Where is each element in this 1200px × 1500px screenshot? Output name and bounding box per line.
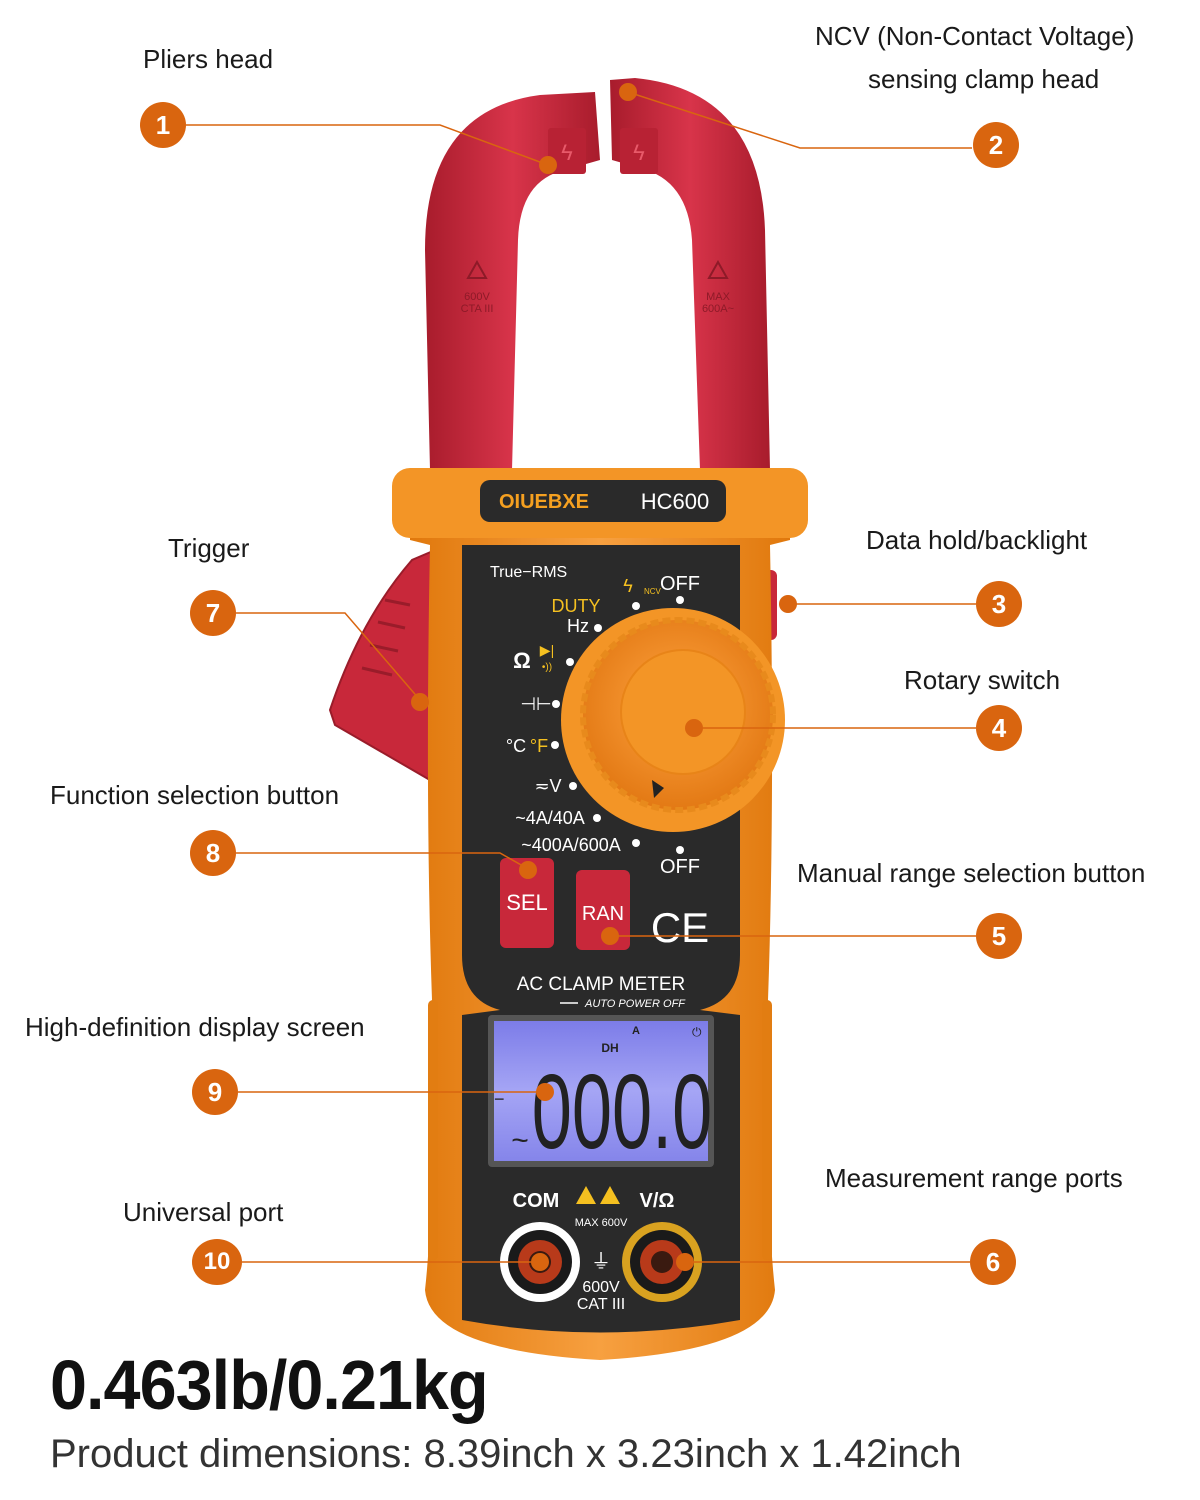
diode-icon: ▶| (540, 642, 554, 658)
jaw-right-mark-2: 600A~ (702, 303, 734, 315)
warning-icon (707, 259, 729, 279)
dial-duty: DUTY (552, 596, 601, 616)
dial-ohm: Ω (513, 648, 531, 673)
label-ncv-line1: NCV (Non-Contact Voltage) (815, 21, 1135, 51)
lcd-minus: − (494, 1089, 505, 1109)
ran-button-label: RAN (582, 903, 624, 925)
badge-3: 3 (976, 581, 1022, 627)
label-data-hold: Data hold/backlight (866, 525, 1088, 555)
label-manual-range: Manual range selection button (797, 858, 1146, 888)
brand-logo: OIUEBXE (499, 491, 589, 513)
ground-icon: ⏚ (591, 1251, 611, 1273)
warning-icon (576, 1186, 596, 1204)
dial-off-bottom: OFF (660, 856, 700, 878)
dial-celsius: °C (506, 736, 526, 756)
badge-5: 5 (976, 913, 1022, 959)
product-weight: 0.463lb/0.21kg (50, 1346, 489, 1424)
model-name: HC600 (641, 489, 709, 514)
com-label: COM (513, 1190, 560, 1212)
continuity-icon: •)) (542, 662, 552, 673)
rotary-switch[interactable] (561, 608, 785, 832)
badge-1: 1 (140, 102, 186, 148)
dial-off-top: OFF (660, 573, 700, 595)
lcd-dh: DH (601, 1041, 618, 1055)
rating-voltage: 600V (582, 1279, 620, 1296)
label-display-screen: High-definition display screen (25, 1012, 365, 1042)
callout-dots (411, 83, 797, 1271)
jaw-right-mark-1: MAX (706, 291, 731, 303)
sel-button-label: SEL (506, 890, 548, 915)
label-trigger: Trigger (168, 533, 250, 563)
ncv-label: NCV (644, 587, 662, 596)
badge-2: 2 (973, 122, 1019, 168)
lcd-ac-symbol: ~ (511, 1124, 529, 1157)
product-dimensions: Product dimensions: 8.39inch x 3.23inch … (50, 1432, 962, 1476)
svg-text:ϟ: ϟ (633, 140, 645, 165)
badge-4: 4 (976, 705, 1022, 751)
dial-amp-high: ~400A/600A (521, 835, 621, 855)
callout-leaders (186, 91, 976, 1263)
pliers-head: ϟ ϟ 600V CTA III MAX 600A~ (425, 78, 770, 470)
meter-title: AC CLAMP METER (517, 974, 686, 995)
max-voltage-label: MAX 600V (575, 1217, 628, 1229)
label-pliers-head: Pliers head (143, 44, 274, 74)
dial-fahrenheit: °F (530, 736, 548, 756)
dial-amp-low: ~4A/40A (515, 808, 585, 828)
rating-category: CAT III (577, 1296, 625, 1313)
v-ohm-label: V/Ω (640, 1190, 675, 1212)
label-measurement-ports: Measurement range ports (825, 1163, 1123, 1193)
ncv-icon: ϟ (623, 576, 633, 596)
label-function-selection: Function selection button (50, 780, 340, 810)
lcd-unit: A (632, 1025, 640, 1037)
trigger[interactable] (328, 546, 447, 782)
warning-icon (466, 259, 488, 279)
svg-text:ϟ: ϟ (561, 140, 573, 165)
ce-mark: CE (651, 904, 709, 951)
badge-6: 6 (970, 1239, 1016, 1285)
badge-7: 7 (190, 590, 236, 636)
badge-9: 9 (192, 1069, 238, 1115)
badge-10: 10 (192, 1239, 242, 1285)
warning-icon (600, 1186, 620, 1204)
v-ohm-port[interactable] (622, 1222, 702, 1302)
label-universal-port: Universal port (123, 1197, 284, 1227)
dial-voltage: ≂V (534, 776, 561, 796)
badge-8: 8 (190, 830, 236, 876)
label-ncv-line2: sensing clamp head (868, 64, 1100, 94)
dial-hz: Hz (567, 616, 589, 636)
jaw-left-mark-1: 600V (464, 291, 490, 303)
true-rms-label: True−RMS (490, 564, 567, 581)
sel-button[interactable]: SEL (500, 858, 554, 948)
auto-off-icon: ⏻ (692, 1025, 702, 1039)
lcd-display: DH A ⏻ − ~ 000.0 (488, 1015, 714, 1171)
jaw-left-mark-2: CTA III (461, 303, 494, 315)
capacitor-icon: ⊣⊢ (520, 694, 551, 714)
label-rotary-switch: Rotary switch (904, 665, 1061, 695)
lcd-reading: 000.0 (532, 1053, 713, 1171)
auto-power-off-label: AUTO POWER OFF (584, 998, 686, 1010)
